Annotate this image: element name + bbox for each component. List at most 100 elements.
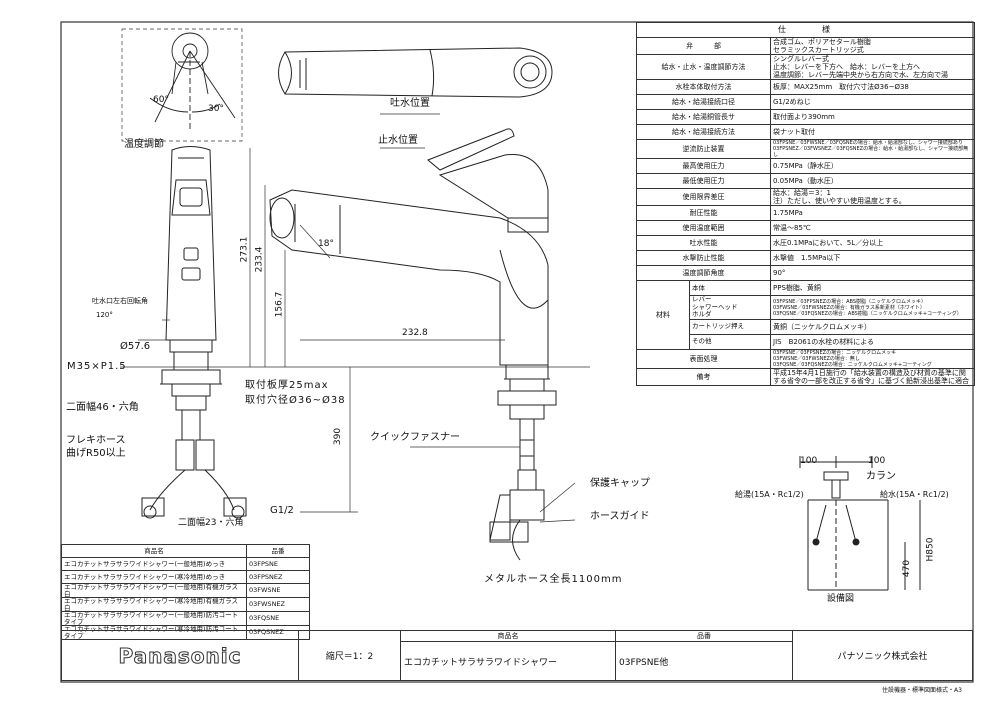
h850-label: H850 (925, 537, 936, 562)
model-name: エコカチットサラサラワイドシャワー(一般地用)めっき (61, 557, 247, 571)
dim-57-label: Ø57.6 (120, 341, 151, 352)
callan-label: カラン (866, 471, 896, 482)
remarks-key: 備考 (636, 367, 771, 386)
spec-row: 使用温度範囲常温～85℃ (636, 220, 975, 237)
model-name: エコカチットサラサラワイドシャワー(寒冷地用)めっき (61, 570, 247, 584)
model-code: 03FWSNEZ (246, 597, 310, 612)
spec-value: 板厚：MAX25mm 取付穴寸法Ø36~Ø38 (770, 79, 975, 96)
swivel-label: 吐水口左右回転角 (92, 297, 148, 305)
model-name: エコカチットサラサラワイドシャワー(一般地用)防汚コートタイプ (61, 611, 247, 626)
spec-row: 給水・給湯接続方法袋ナット取付 (636, 124, 975, 141)
temp-adjust-label: 温度調節 (124, 139, 164, 150)
cold-water-label: 給水(15A・Rc1/2) (880, 490, 949, 499)
spec-key: 最高使用圧力 (636, 158, 771, 175)
spec-value: シングルレバー式 止水：レバーを下方へ 給水：レバーを上方へ 温度調節：レバー先… (770, 54, 975, 81)
spec-value: 水圧0.1MPaにおいて、5L／分以上 (770, 235, 975, 252)
spec-key: 逆流防止装置 (636, 139, 771, 160)
top-view-lever (121, 28, 243, 142)
model-code: 03FWSNE (246, 583, 310, 598)
dim-18-label: 18° (318, 239, 334, 249)
spec-key: 水撃防止性能 (636, 250, 771, 267)
surface-key: 表面処理 (636, 348, 771, 369)
spout-top-view (278, 47, 553, 98)
hex23-label: 二面幅23・六角 (178, 518, 244, 528)
model-code-header: 品番 (246, 544, 310, 558)
hot-water-label: 給湯(15A・Rc1/2) (735, 490, 804, 499)
spout-position-label: 吐水位置 (390, 98, 430, 109)
angle-30-label: 30° (208, 104, 224, 114)
spec-row: 給水・止水・温度調節方法シングルレバー式 止水：レバーを下方へ 給水：レバーを上… (636, 54, 975, 81)
base-label: 設備図 (827, 594, 855, 604)
code-label: 品番 (615, 630, 793, 642)
material-key: 材料 (636, 280, 690, 350)
plate-label: 取付板厚25max (245, 380, 329, 391)
spec-value: G1/2めねじ (770, 94, 975, 111)
spec-key: 給水・給湯銅管長サ (636, 109, 771, 126)
model-code: 03FQSNE (246, 611, 310, 626)
metal-hose-label: メタルホース全長1100mm (484, 574, 623, 585)
spec-key: 使用限界差圧 (636, 188, 771, 207)
quick-fastener-label: クイックファスナー (370, 432, 460, 443)
footer-note: 住設機器・標準図面様式・A3 (882, 687, 962, 694)
spec-row: 弁 部合成ゴム、ポリアセタール樹脂 セラミックスカートリッジ式 (636, 36, 975, 56)
flex-hose-label: フレキホース (66, 435, 126, 446)
material-value: PPS樹脂、黄銅 (770, 280, 975, 297)
spec-table: 仕 様 弁 部合成ゴム、ポリアセタール樹脂 セラミックスカートリッジ式給水・止水… (636, 22, 975, 386)
swivel-deg-label: 120° (96, 311, 113, 319)
remarks-value: 平成15年4月1日施行の「給水装置の構造及び材質の基準に関する省令の一部を改正す… (770, 367, 975, 386)
dimension-lines (120, 113, 590, 523)
material-value: 黄銅（ニッケルクロムメッキ） (770, 318, 975, 335)
dim-232-label: 232.8 (402, 328, 428, 338)
dim-100a-label: 100 (800, 456, 818, 466)
material-sub: その他 (689, 333, 771, 350)
spec-row: 使用限界差圧給水：給湯＝3：1 注）ただし、使いやすい使用温度とする。 (636, 188, 975, 207)
d470-label: 470 (902, 559, 913, 578)
spec-header: 仕 様 (636, 22, 975, 38)
dim-233-label: 233.4 (254, 246, 265, 273)
spec-key: 使用温度範囲 (636, 220, 771, 237)
spec-key: 給水・給湯接続口径 (636, 94, 771, 111)
model-name: エコカチットサラサラワイドシャワー(寒冷地用)有機ガラス白 (61, 597, 247, 612)
spec-row: 水撃防止性能水撃値 1.5MPa以下 (636, 250, 975, 267)
spec-value: 取付面より390mm (770, 109, 975, 126)
thread-label: M35×P1.5 (67, 361, 127, 372)
dim-390-label: 390 (333, 427, 344, 446)
material-value: JIS B2061の水栓の材料による (770, 333, 975, 350)
front-view-body (141, 146, 247, 519)
spec-value: 常温～85℃ (770, 220, 975, 237)
dim-273-label: 273.1 (239, 236, 250, 263)
spec-key: 給水・止水・温度調節方法 (636, 54, 771, 81)
hole-label: 取付穴径Ø36~Ø38 (245, 395, 346, 406)
spec-key: 弁 部 (636, 36, 771, 56)
surface-value: 03FPSNE／03FPSNEZの場合：ニッケルクロムメッキ 03FWSNE／0… (770, 348, 975, 369)
spec-row: 吐水性能水圧0.1MPaにおいて、5L／分以上 (636, 235, 975, 252)
product-name: エコカチットサラサラワイドシャワー (400, 641, 616, 681)
spec-key: 温度調節角度 (636, 265, 771, 282)
spec-value: 1.75MPa (770, 205, 975, 222)
scale: 縮尺＝1：2 (298, 630, 401, 681)
spec-value: 03FPSNE／03FWSNE／03FQSNEの場合：給水・給湯部なし、シャワー… (770, 139, 975, 160)
spec-value: 袋ナット取付 (770, 124, 975, 141)
g12-label: G1/2 (270, 505, 294, 516)
hex46-label: 二面幅46・六角 (66, 402, 139, 413)
spec-row: 水栓本体取付方法板厚：MAX25mm 取付穴寸法Ø36~Ø38 (636, 79, 975, 96)
protective-cap-label: 保護キャップ (590, 478, 650, 489)
title-block: Panasonic 縮尺＝1：2 商品名 品番 パナソニック株式会社 エコカチッ… (61, 630, 973, 681)
spec-value: 給水：給湯＝3：1 注）ただし、使いやすい使用温度とする。 (770, 188, 975, 207)
material-sub: レバー シャワーヘッド ホルダ (689, 295, 771, 320)
